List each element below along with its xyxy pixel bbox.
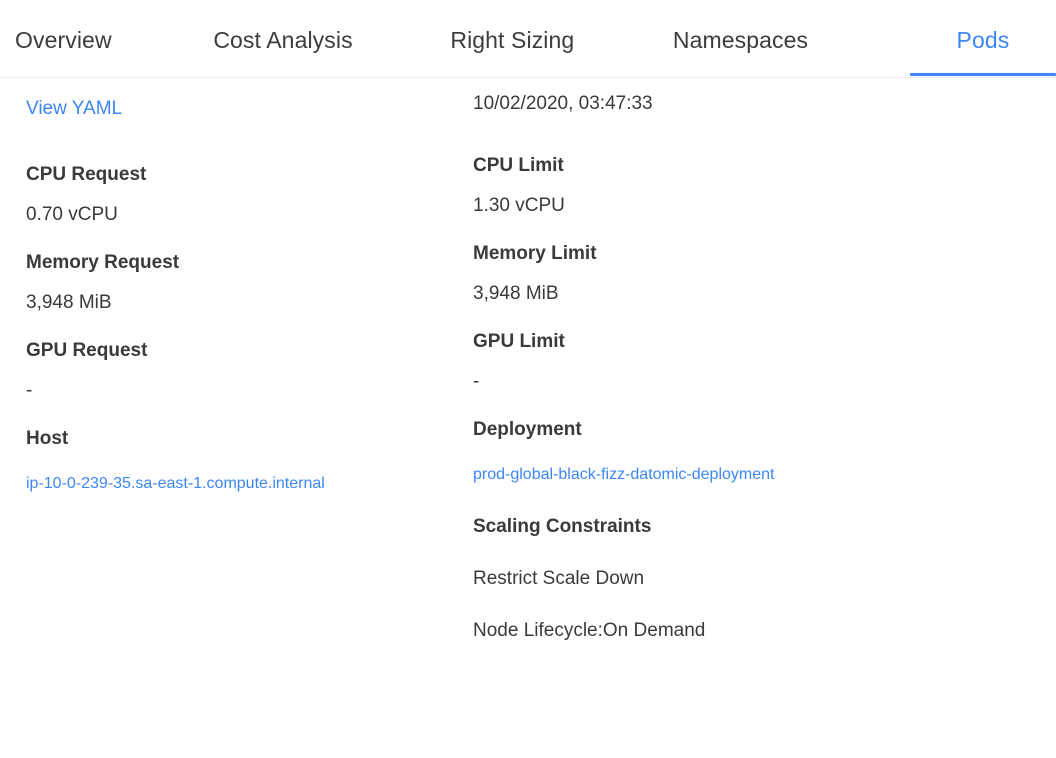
gpu-limit-label: GPU Limit [473, 331, 565, 352]
cpu-limit-value: 1.30 vCPU [473, 195, 565, 216]
tab-overview[interactable]: Overview [15, 0, 213, 77]
memory-limit-label: Memory Limit [473, 243, 597, 264]
tab-overview-label: Overview [15, 27, 112, 53]
host-label: Host [26, 428, 69, 449]
tab-pods[interactable]: Pods [909, 0, 1056, 77]
cpu-request-label: CPU Request [26, 164, 147, 185]
field-host: Host ip-10-0-239-35.sa-east-1.compute.in… [26, 426, 464, 501]
deployment-link[interactable]: prod-global-black-fizz-datomic-deploymen… [473, 466, 775, 483]
gpu-limit-value: - [473, 371, 480, 392]
gpu-request-value: - [26, 380, 33, 401]
pod-timestamp: 10/02/2020, 03:47:33 [473, 93, 653, 114]
cpu-limit-label: CPU Limit [473, 155, 564, 176]
details-column-right: 10/02/2020, 03:47:33 CPU Limit 1.30 vCPU… [464, 91, 1056, 670]
field-gpu-request: GPU Request - [26, 338, 464, 404]
memory-request-value: 3,948 MiB [26, 292, 112, 313]
view-yaml-row: View YAML [26, 91, 464, 126]
tab-bar: Overview Cost Analysis Right Sizing Name… [0, 0, 1056, 78]
details-column-left: View YAML CPU Request 0.70 vCPU Memory R… [0, 91, 464, 670]
scaling-constraint-item: Node Lifecycle:On Demand [473, 620, 706, 641]
view-yaml-link[interactable]: View YAML [26, 98, 123, 119]
tab-cost-analysis-label: Cost Analysis [213, 27, 353, 53]
scaling-constraint-item: Restrict Scale Down [473, 568, 645, 589]
field-memory-limit: Memory Limit 3,948 MiB [473, 241, 1056, 307]
memory-limit-value: 3,948 MiB [473, 283, 559, 304]
host-link[interactable]: ip-10-0-239-35.sa-east-1.compute.interna… [26, 475, 325, 492]
active-tab-indicator [909, 73, 1056, 76]
field-memory-request: Memory Request 3,948 MiB [26, 250, 464, 316]
memory-request-label: Memory Request [26, 252, 180, 273]
tab-namespaces[interactable]: Namespaces [673, 0, 910, 77]
field-cpu-limit: CPU Limit 1.30 vCPU [473, 153, 1056, 219]
cpu-request-value: 0.70 vCPU [26, 204, 118, 225]
field-scaling-constraints: Scaling Constraints Restrict Scale Down … [473, 514, 1056, 644]
field-cpu-request: CPU Request 0.70 vCPU [26, 162, 464, 228]
tab-right-sizing-label: Right Sizing [450, 27, 575, 53]
tab-pods-label: Pods [956, 27, 1010, 53]
field-deployment: Deployment prod-global-black-fizz-datomi… [473, 417, 1056, 492]
pod-details-panel: View YAML CPU Request 0.70 vCPU Memory R… [0, 78, 1056, 670]
gpu-request-label: GPU Request [26, 340, 148, 361]
tab-right-sizing[interactable]: Right Sizing [450, 0, 673, 77]
tab-namespaces-label: Namespaces [672, 27, 809, 53]
deployment-label: Deployment [473, 419, 582, 440]
field-gpu-limit: GPU Limit - [473, 329, 1056, 395]
scaling-constraints-heading: Scaling Constraints [473, 516, 652, 537]
tab-cost-analysis[interactable]: Cost Analysis [213, 0, 450, 77]
